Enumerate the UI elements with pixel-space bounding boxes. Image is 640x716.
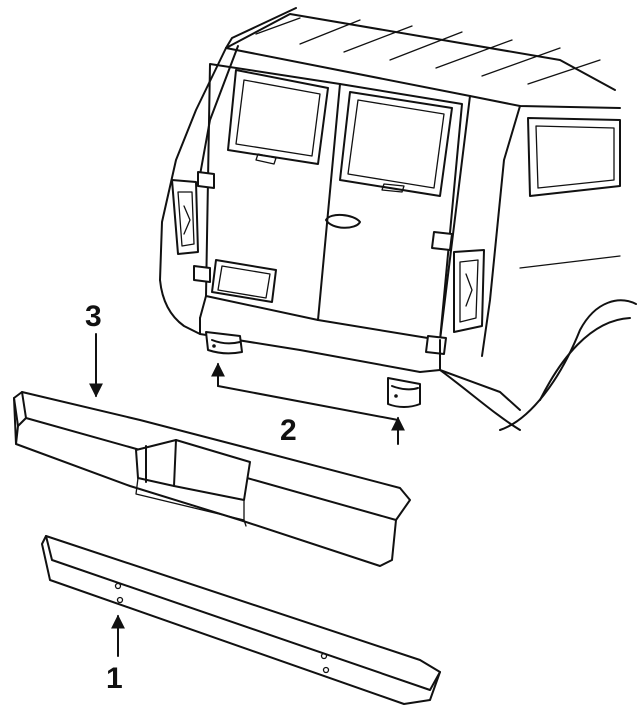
van-rear-body [159, 7, 637, 431]
roof-ribs [255, 17, 601, 85]
callout-arrows [89, 333, 405, 657]
left-taillight [171, 179, 199, 255]
right-taillight [453, 249, 485, 333]
callout-2-leader [217, 365, 399, 445]
callout-3-label: 3 [85, 300, 102, 333]
callout-1-label: 1 [106, 662, 123, 695]
rear-doors [193, 63, 463, 355]
side-window [527, 117, 621, 197]
bumper-brackets [205, 331, 421, 408]
rear-bumper-guard-strip [41, 535, 441, 705]
callout-2-label: 2 [280, 414, 297, 447]
rear-bumper-face-bar [13, 391, 411, 567]
